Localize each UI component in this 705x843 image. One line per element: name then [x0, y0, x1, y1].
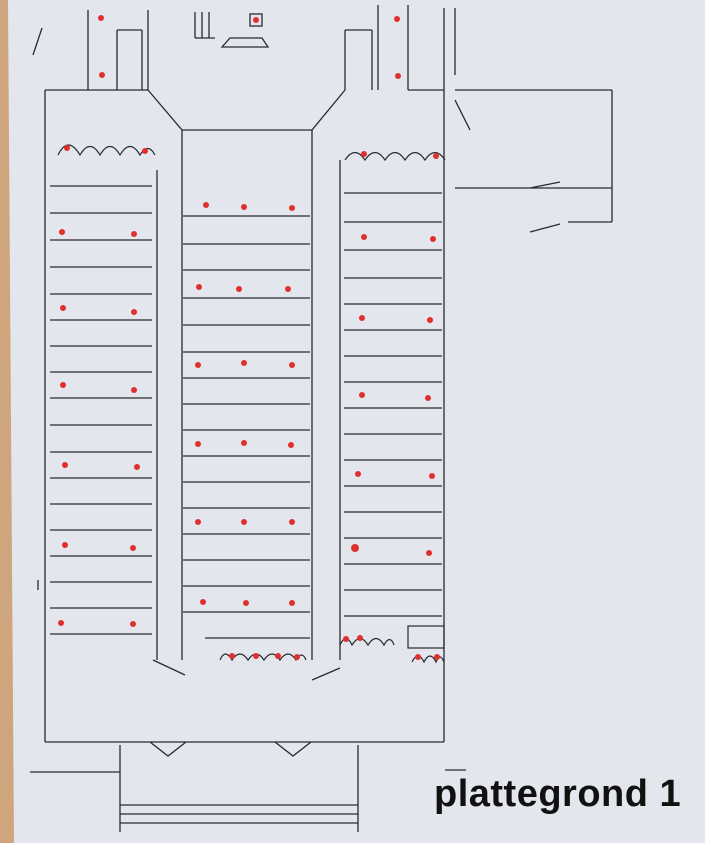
right-pews — [344, 192, 442, 617]
paper-sheet — [8, 0, 705, 843]
middle-pews — [183, 215, 310, 639]
left-pews — [50, 185, 152, 635]
plan-caption: plattegrond 1 — [434, 773, 682, 815]
seat-dots — [58, 15, 440, 660]
floor-plan-drawing — [30, 5, 613, 832]
